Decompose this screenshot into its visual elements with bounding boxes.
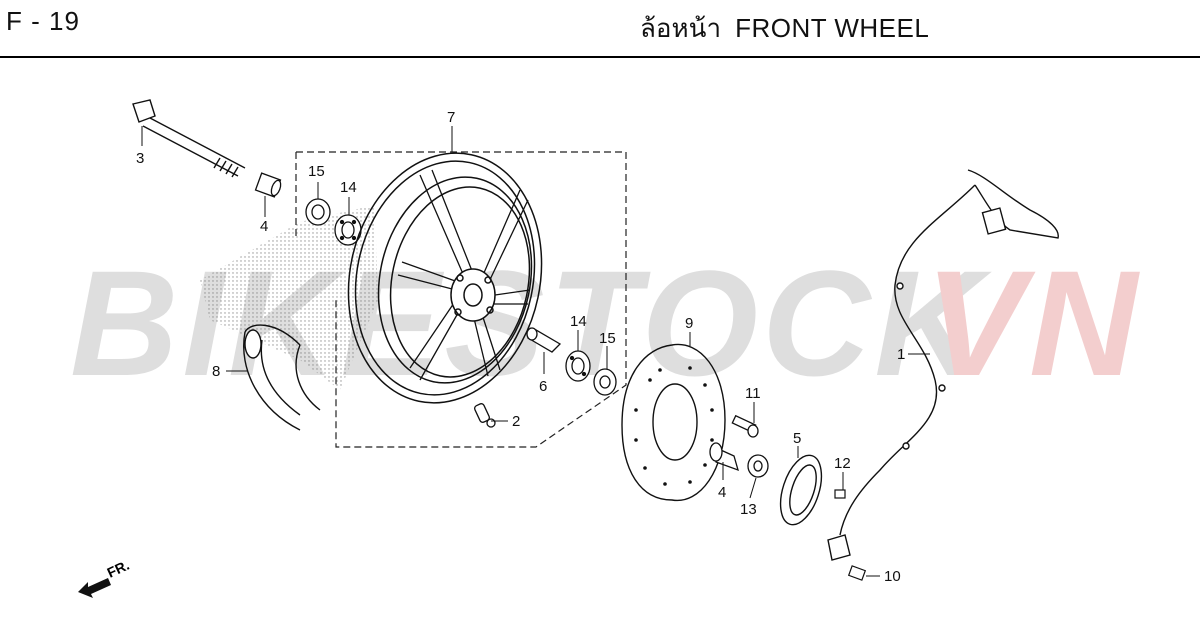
front-direction-indicator: FR.	[78, 557, 132, 598]
front-label: FR.	[105, 557, 132, 581]
radial-bearing-left	[334, 214, 362, 246]
callout-6: 6	[539, 378, 547, 395]
callout-11: 11	[745, 385, 761, 402]
callout-5: 5	[793, 430, 801, 447]
callout-13: 13	[740, 501, 757, 518]
distance-collar	[526, 327, 562, 353]
callout-10: 10	[884, 568, 901, 585]
leader-lines	[141, 126, 930, 577]
sensor-bolt-small	[834, 489, 846, 499]
wheel-assembly-frame	[295, 151, 627, 448]
callout-9: 9	[685, 315, 693, 332]
front-wheel-rim	[347, 152, 543, 404]
front-tire	[243, 324, 321, 431]
diagram-title: ล้อหน้า FRONT WHEEL	[640, 8, 929, 49]
tire-dotted-shading	[200, 205, 378, 390]
callout-12: 12	[834, 455, 851, 472]
callout-15-right: 15	[599, 330, 616, 347]
callout-14-right: 14	[570, 313, 587, 330]
dust-seal-left	[305, 198, 331, 226]
callout-2: 2	[512, 413, 520, 430]
callout-8: 8	[212, 363, 220, 380]
sensor-mount-bolt	[847, 565, 867, 581]
flange-collar	[747, 454, 769, 478]
radial-bearing-right	[565, 350, 591, 382]
abs-wheel-speed-sensor-harness	[827, 169, 1059, 561]
callout-4-right: 4	[718, 484, 726, 501]
callout-7: 7	[447, 109, 455, 126]
callout-4: 4	[260, 218, 268, 235]
callout-1: 1	[897, 346, 905, 363]
front-arrow-icon	[78, 578, 111, 598]
title-english: FRONT WHEEL	[735, 13, 930, 43]
side-collar-left	[254, 172, 282, 198]
watermark-accent-text: VN	[925, 239, 1141, 407]
side-collar-right	[709, 442, 739, 472]
callout-14: 14	[340, 179, 357, 196]
front-brake-disc	[621, 343, 726, 502]
figure-code: F - 19	[6, 6, 80, 36]
abs-pulser-ring	[779, 454, 823, 526]
page-header: F - 19 ล้อหน้า FRONT WHEEL	[0, 0, 1200, 58]
callout-3: 3	[136, 150, 144, 167]
disc-bolt	[731, 414, 759, 438]
callout-15: 15	[308, 163, 325, 180]
title-thai: ล้อหน้า	[640, 13, 722, 43]
header-divider	[0, 56, 1200, 58]
front-axle	[132, 99, 246, 178]
callout-labels: 3 4 15 14 7 8 2 6 14 15 9 11 4 13 5 12 1…	[136, 109, 905, 585]
dust-seal-right	[593, 368, 617, 396]
